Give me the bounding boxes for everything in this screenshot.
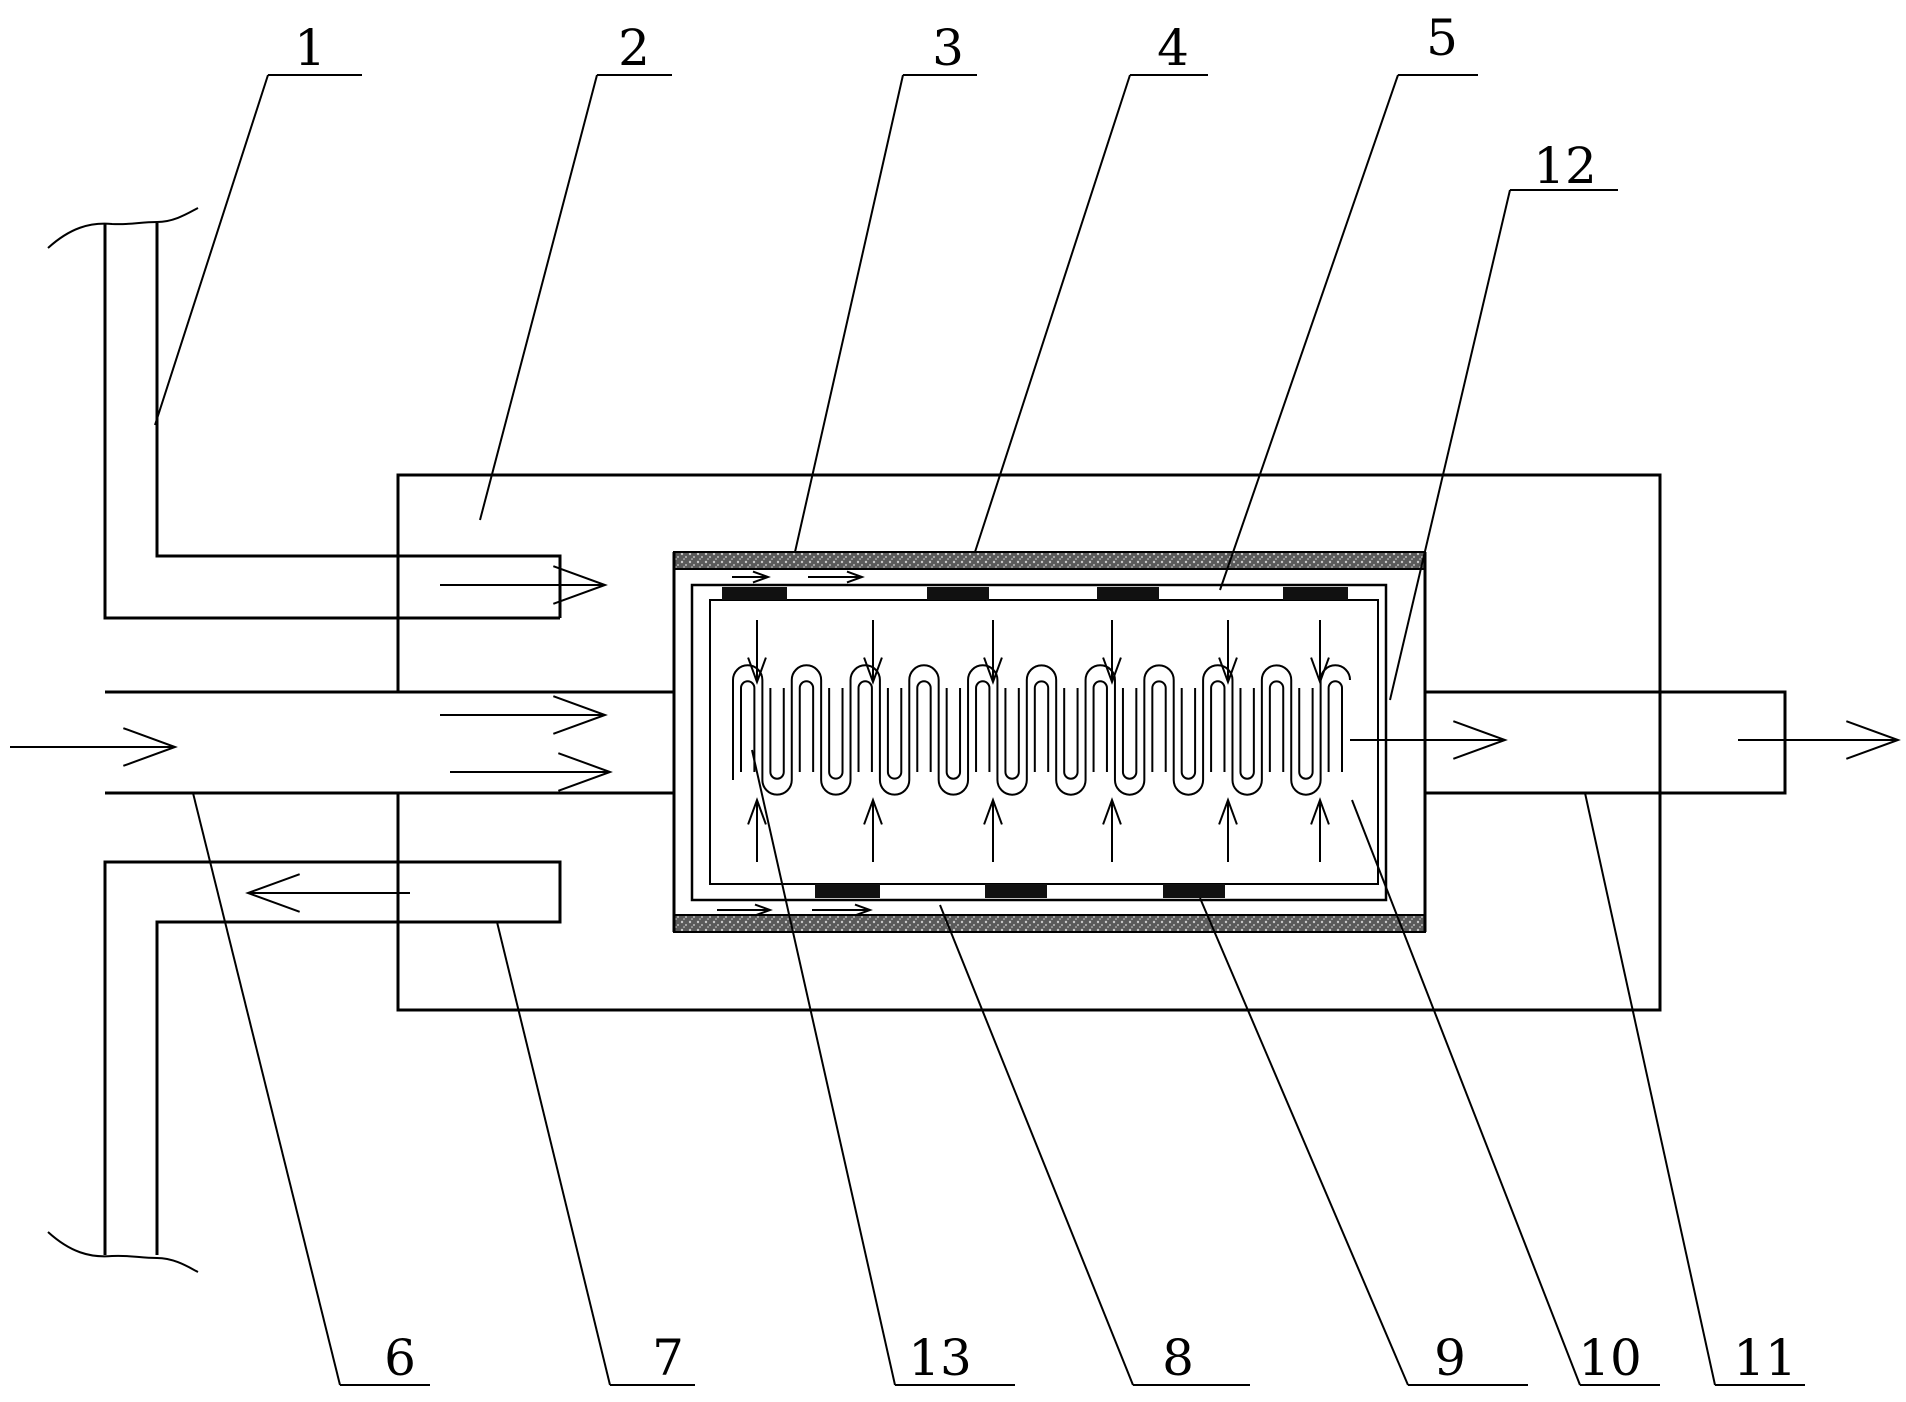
flow-arrow bbox=[1350, 720, 1508, 760]
flow-arrow bbox=[747, 797, 767, 862]
outlet-tube bbox=[1423, 552, 1787, 932]
label-10: 10 bbox=[1578, 1329, 1642, 1387]
label-11: 11 bbox=[1733, 1329, 1797, 1387]
insulation-bottom bbox=[673, 914, 1426, 933]
spacer-block bbox=[1163, 884, 1225, 898]
flow-arrow bbox=[863, 620, 883, 685]
label-13: 13 bbox=[908, 1329, 972, 1387]
leader-lines bbox=[154, 74, 1805, 1386]
flow-arrow bbox=[717, 903, 773, 917]
label-2: 2 bbox=[618, 19, 650, 77]
flow-arrow bbox=[440, 695, 608, 735]
flow-arrows bbox=[10, 565, 1901, 917]
flow-arrow bbox=[1738, 720, 1901, 760]
insulation-shell bbox=[672, 551, 1427, 933]
label-9: 9 bbox=[1434, 1329, 1466, 1387]
flow-arrow bbox=[1218, 797, 1238, 862]
flow-arrow bbox=[983, 620, 1003, 685]
flow-arrow bbox=[245, 873, 410, 913]
main-inlet-tube bbox=[105, 552, 676, 932]
label-12: 12 bbox=[1533, 137, 1597, 195]
spacer-block bbox=[722, 587, 787, 600]
label-5: 5 bbox=[1426, 9, 1458, 67]
lower-outlet-pipe bbox=[47, 860, 562, 1273]
flow-arrow bbox=[450, 752, 613, 792]
flow-arrow bbox=[747, 620, 767, 685]
spacer-block bbox=[1097, 587, 1159, 600]
label-7: 7 bbox=[652, 1329, 684, 1387]
spacer-block bbox=[985, 884, 1047, 898]
serpentine-coil bbox=[732, 664, 1351, 796]
flow-arrow bbox=[10, 727, 178, 767]
label-3: 3 bbox=[932, 19, 964, 77]
label-6: 6 bbox=[384, 1329, 416, 1387]
flow-arrow bbox=[1102, 797, 1122, 862]
flow-arrow bbox=[1310, 797, 1330, 862]
flow-arrow bbox=[983, 797, 1003, 862]
part-labels: 1 2 3 4 5 12 6 7 13 8 9 10 11 bbox=[294, 9, 1797, 1387]
flow-arrow bbox=[808, 570, 865, 584]
spacer-block bbox=[927, 587, 989, 600]
flow-arrow bbox=[440, 565, 608, 605]
inner-casing bbox=[690, 583, 1388, 902]
outer-housing bbox=[396, 473, 1662, 1012]
flow-arrow bbox=[1102, 620, 1122, 685]
spacer-blocks bbox=[722, 587, 1348, 898]
insulation-top bbox=[673, 551, 1426, 570]
flow-arrow bbox=[1310, 620, 1330, 685]
flow-arrow bbox=[812, 903, 873, 917]
flow-arrow bbox=[732, 570, 771, 584]
flow-arrow bbox=[863, 797, 883, 862]
label-1: 1 bbox=[294, 19, 326, 77]
label-8: 8 bbox=[1162, 1329, 1194, 1387]
flow-arrow bbox=[1218, 620, 1238, 685]
upper-inlet-pipe bbox=[47, 207, 562, 620]
label-4: 4 bbox=[1157, 19, 1189, 77]
spacer-block bbox=[1283, 587, 1348, 600]
spacer-block bbox=[815, 884, 880, 898]
